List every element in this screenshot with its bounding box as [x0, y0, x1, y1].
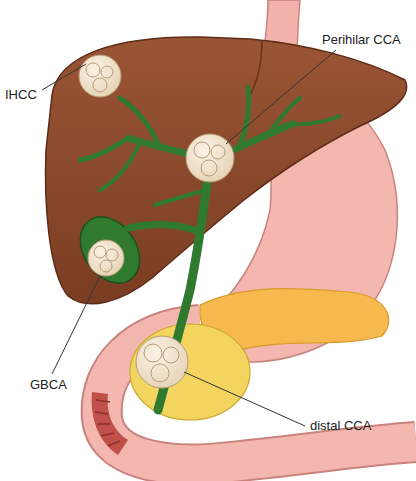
- leader-lines: [42, 50, 336, 426]
- callout-label: IHCC: [5, 87, 37, 102]
- callout-label: Perihilar CCA: [322, 32, 401, 47]
- mucosal-folds: [95, 400, 120, 446]
- bile-ducts: [80, 88, 340, 410]
- pancreas-head: [130, 324, 250, 420]
- duodenal-mucosa: [92, 392, 128, 455]
- callout-label: distal CCA: [310, 418, 371, 433]
- liver: [46, 37, 407, 304]
- gallbladder: [68, 206, 152, 295]
- callout-label: GBCA: [30, 377, 67, 392]
- tumors: [79, 55, 234, 388]
- falciform-ligament: [250, 40, 262, 95]
- cystic-duct: [128, 225, 200, 232]
